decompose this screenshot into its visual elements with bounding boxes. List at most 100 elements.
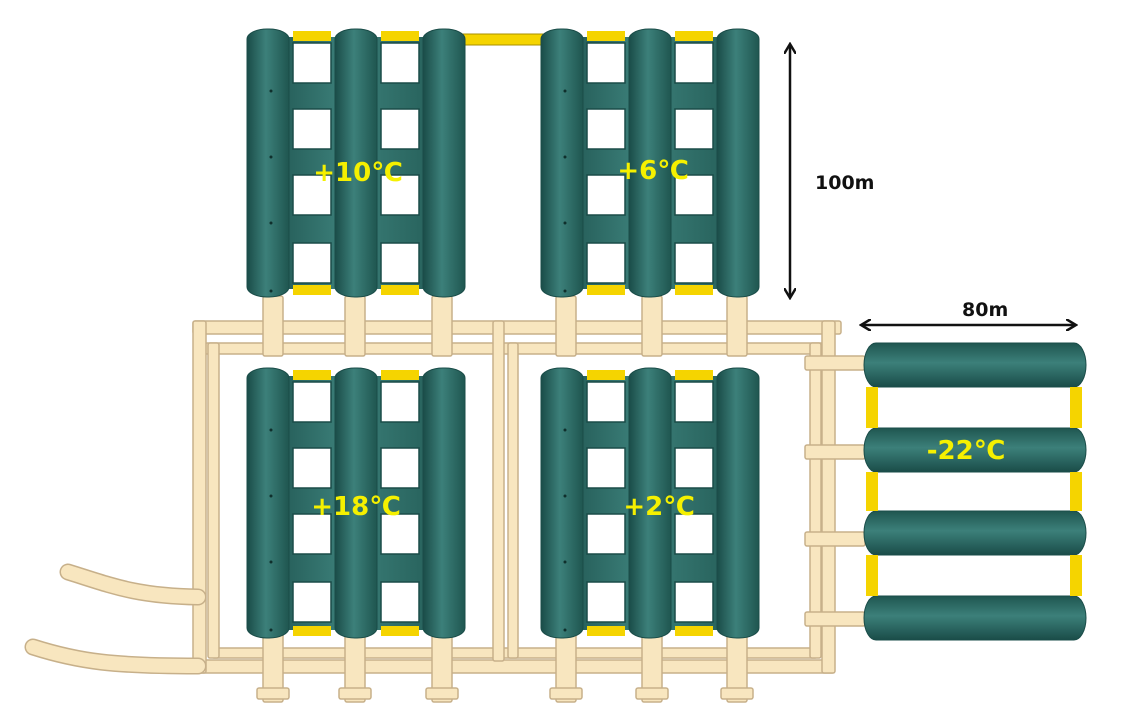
cavern-top-right-opening-1-1	[674, 108, 714, 150]
pipe-right-vertical	[821, 320, 836, 674]
cavern-bottom-right-tube-2	[716, 367, 760, 639]
cavern-top-left-connector-top-1	[381, 31, 419, 41]
cavern-right-tube-2	[863, 510, 1087, 556]
cavern-bottom-left-tube-0	[246, 367, 290, 639]
cavern-top-left-opening-0-0	[292, 42, 332, 84]
cavern-bottom-right-opening-3-1	[674, 581, 714, 623]
pipe-top-stub-0	[262, 295, 284, 357]
cavern-right-connector-left-1	[866, 472, 878, 511]
cavern-right	[863, 342, 1087, 641]
temperature-label-right: -22℃	[927, 436, 1005, 466]
cavern-bottom-right	[540, 367, 760, 639]
temperature-label-top-right: +6℃	[617, 156, 688, 186]
cavern-top-left-opening-1-0	[292, 108, 332, 150]
cavern-bottom-left-opening-0-1	[380, 381, 420, 423]
pipe-bottom-cross-5	[720, 687, 754, 700]
pipe-bottom-cross-1	[338, 687, 372, 700]
cavern-top-left-dot-0	[269, 89, 273, 93]
cavern-bottom-right-tube-0	[540, 367, 584, 639]
inlet-pipe-upper	[61, 565, 205, 604]
pipe-right-feeder-3	[804, 611, 866, 627]
cavern-bottom-left-opening-1-0	[292, 447, 332, 489]
cavern-bottom-left-opening-2-1	[380, 513, 420, 555]
cavern-bottom-right-opening-3-0	[586, 581, 626, 623]
cavern-top-right-connector-bottom-0	[587, 285, 625, 295]
inlet-pipe-lower	[26, 640, 205, 673]
top-bridge-connector	[461, 33, 545, 46]
temperature-label-top-left: +10℃	[313, 158, 402, 188]
cavern-top-left-opening-3-0	[292, 242, 332, 284]
pipe-top-stub-5	[726, 295, 748, 357]
pipe-bottom-cross-2	[425, 687, 459, 700]
cavern-top-right-opening-1-0	[586, 108, 626, 150]
cavern-bottom-right-opening-2-1	[674, 513, 714, 555]
cavern-bottom-right-opening-1-1	[674, 447, 714, 489]
cavern-top-right-opening-0-1	[674, 42, 714, 84]
cavern-bottom-right-connector-top-1	[675, 370, 713, 380]
cavern-right-connector-right-2	[1070, 555, 1082, 596]
cavern-bottom-right-connector-bottom-1	[675, 626, 713, 636]
cavern-bottom-right-connector-top-0	[587, 370, 625, 380]
pipe-top-stub-1	[344, 295, 366, 357]
cavern-top-right-tube-0	[540, 28, 584, 298]
cavern-top-right-dot-3	[563, 289, 567, 293]
pipe-top-stub-3	[555, 295, 577, 357]
cavern-bottom-left-dot-2	[269, 560, 273, 564]
cavern-bottom-left-dot-0	[269, 428, 273, 432]
pipe-middle-vertical	[492, 320, 505, 662]
cavern-bottom-left-opening-3-0	[292, 581, 332, 623]
cavern-bottom-right-dot-3	[563, 628, 567, 632]
pipe-left-vertical	[192, 320, 207, 674]
cavern-top-right-opening-2-0	[586, 174, 626, 216]
cavern-top-left-opening-1-1	[380, 108, 420, 150]
cavern-top-right-connector-top-1	[675, 31, 713, 41]
cavern-bottom-right-opening-1-0	[586, 447, 626, 489]
cavern-top-right-opening-3-1	[674, 242, 714, 284]
cavern-top-right-connector-bottom-1	[675, 285, 713, 295]
cavern-bottom-right-connector-bottom-0	[587, 626, 625, 636]
cavern-bottom-right-opening-0-1	[674, 381, 714, 423]
pipe-right-feeder-0	[804, 355, 866, 371]
cavern-top-left-opening-2-0	[292, 174, 332, 216]
cavern-top-right-opening-2-1	[674, 174, 714, 216]
cavern-bottom-left-opening-3-1	[380, 581, 420, 623]
pipe-top-stub-2	[431, 295, 453, 357]
cavern-bottom-left-connector-top-0	[293, 370, 331, 380]
cavern-bottom-left-connector-bottom-0	[293, 626, 331, 636]
cavern-bottom-right-dot-2	[563, 560, 567, 564]
cavern-top-left-tube-0	[246, 28, 290, 298]
pipe-right-feeder-2	[804, 531, 866, 547]
cavern-top-left-tube-2	[422, 28, 466, 298]
pipe-bottom-cross-4	[635, 687, 669, 700]
pipe-bottom-cross-3	[549, 687, 583, 700]
cavern-right-connector-right-1	[1070, 472, 1082, 511]
cavern-bottom-left-dot-3	[269, 628, 273, 632]
cavern-bottom-right-dot-0	[563, 428, 567, 432]
cavern-bottom-right-tube-1	[628, 367, 672, 639]
temperature-label-bottom-left: +18℃	[311, 492, 400, 522]
cavern-right-connector-left-2	[866, 555, 878, 596]
cavern-top-left-dot-2	[269, 221, 273, 225]
cavern-bottom-left-connector-top-1	[381, 370, 419, 380]
connecting-pipe-network	[24, 295, 866, 703]
height-dimension-label: 100m	[815, 172, 874, 194]
cavern-bottom-left-connector-bottom-1	[381, 626, 419, 636]
pipe-bottom-cross-0	[256, 687, 290, 700]
pipe-right-vertical-inner	[809, 342, 822, 659]
cavern-bottom-right-dot-1	[563, 494, 567, 498]
pipe-middle-vertical-inner	[507, 342, 519, 659]
cavern-top-left-connector-bottom-0	[293, 285, 331, 295]
cavern-top-left-opening-0-1	[380, 42, 420, 84]
cavern-bottom-left-opening-1-1	[380, 447, 420, 489]
cavern-top-left-dot-3	[269, 289, 273, 293]
cavern-top-left-tube-1	[334, 28, 378, 298]
cavern-top-right-tube-2	[716, 28, 760, 298]
cavern-top-left-opening-2-1	[380, 174, 420, 216]
cavern-top-left-opening-3-1	[380, 242, 420, 284]
cavern-top-right-opening-0-0	[586, 42, 626, 84]
cavern-bottom-right-opening-0-0	[586, 381, 626, 423]
cavern-bottom-left-opening-2-0	[292, 513, 332, 555]
cavern-right-tube-3	[863, 595, 1087, 641]
cavern-top-right-connector-top-0	[587, 31, 625, 41]
